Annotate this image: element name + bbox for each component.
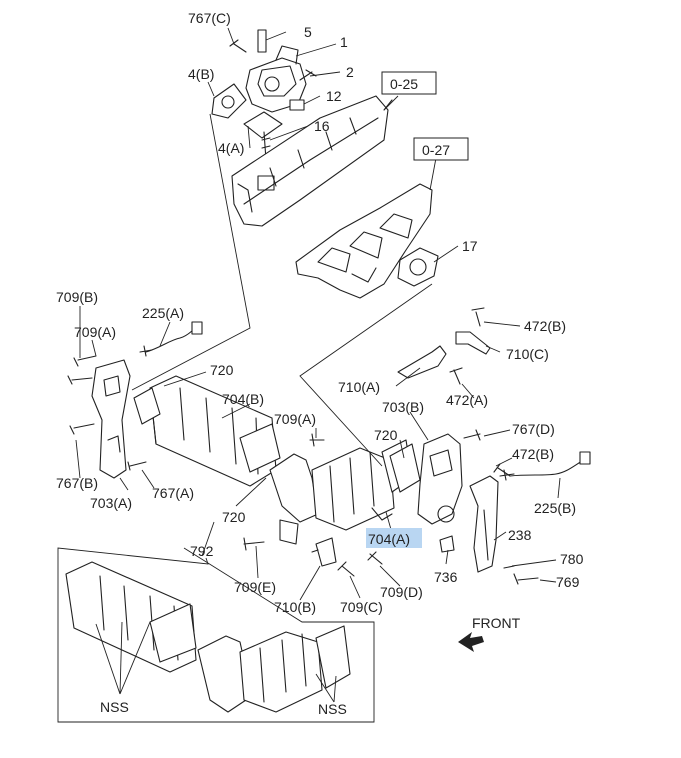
sensor-225b	[499, 451, 591, 481]
label-ref-027[interactable]: 0-27	[422, 142, 450, 158]
egr-valve-assembly	[211, 29, 317, 161]
bracket-238	[469, 475, 499, 573]
label-709a-mid: 709(A)	[274, 411, 316, 427]
bolts-bottom	[243, 433, 383, 577]
label-472b-right: 472(B)	[512, 446, 554, 462]
label-703a: 703(A)	[90, 495, 132, 511]
label-767c: 767(C)	[188, 10, 231, 26]
label-767d: 767(D)	[512, 421, 555, 437]
bolts-right	[439, 307, 539, 585]
ref-box-025	[381, 71, 437, 95]
label-225b: 225(B)	[534, 500, 576, 516]
intake-manifold	[231, 95, 393, 227]
exhaust-manifold	[295, 183, 433, 299]
label-ref-025[interactable]: 0-25	[390, 76, 418, 92]
label-238: 238	[508, 527, 532, 543]
label-4b: 4(B)	[188, 66, 214, 82]
label-720-top: 720	[210, 362, 234, 378]
label-710b: 710(B)	[274, 599, 316, 615]
labels: 767(C) 5 1 2 12 16 4(B) 4(A) 0-25 0-27 1…	[56, 10, 584, 717]
label-4a: 4(A)	[218, 140, 244, 156]
highlight-704a	[366, 528, 422, 548]
bracket-710c	[455, 331, 491, 355]
egr-cooler-704b	[133, 375, 281, 487]
label-472a: 472(A)	[446, 392, 488, 408]
label-17: 17	[462, 238, 478, 254]
front-arrow-icon	[458, 632, 484, 652]
label-792: 792	[190, 543, 214, 559]
label-704b: 704(B)	[222, 391, 264, 407]
leader-lines	[75, 27, 561, 601]
bolts-left	[67, 355, 147, 471]
inset-box-792	[57, 547, 375, 723]
label-5: 5	[304, 24, 312, 40]
label-709e: 709(E)	[234, 579, 276, 595]
label-710c: 710(C)	[506, 346, 549, 362]
label-16: 16	[314, 118, 330, 134]
label-780: 780	[560, 551, 584, 567]
label-225a: 225(A)	[142, 305, 184, 321]
label-710a: 710(A)	[338, 379, 380, 395]
bracket-710a	[397, 345, 447, 379]
label-736: 736	[434, 569, 458, 585]
label-2: 2	[346, 64, 354, 80]
label-709c: 709(C)	[340, 599, 383, 615]
egr-pipe-703a	[91, 359, 131, 479]
label-767b: 767(B)	[56, 475, 98, 491]
bracket-710b	[311, 537, 337, 567]
label-767a: 767(A)	[152, 485, 194, 501]
label-1: 1	[340, 34, 348, 50]
egr-pipe-703b	[417, 433, 463, 525]
label-720-bottom: 720	[222, 509, 246, 525]
exhaust-gasket-17	[397, 247, 439, 287]
label-720-right: 720	[374, 427, 398, 443]
label-709a-left: 709(A)	[74, 324, 116, 340]
ref-box-027	[413, 137, 469, 161]
label-709d: 709(D)	[380, 584, 423, 600]
label-472b-top: 472(B)	[524, 318, 566, 334]
sensor-225a	[139, 321, 203, 357]
label-709b: 709(B)	[56, 289, 98, 305]
label-nss-right: NSS	[318, 701, 347, 717]
label-769: 769	[556, 574, 580, 590]
label-12: 12	[326, 88, 342, 104]
label-704a[interactable]: 704(A)	[368, 531, 410, 547]
label-front: FRONT	[472, 615, 521, 631]
label-nss-left: NSS	[100, 699, 129, 715]
label-703b: 703(B)	[382, 399, 424, 415]
